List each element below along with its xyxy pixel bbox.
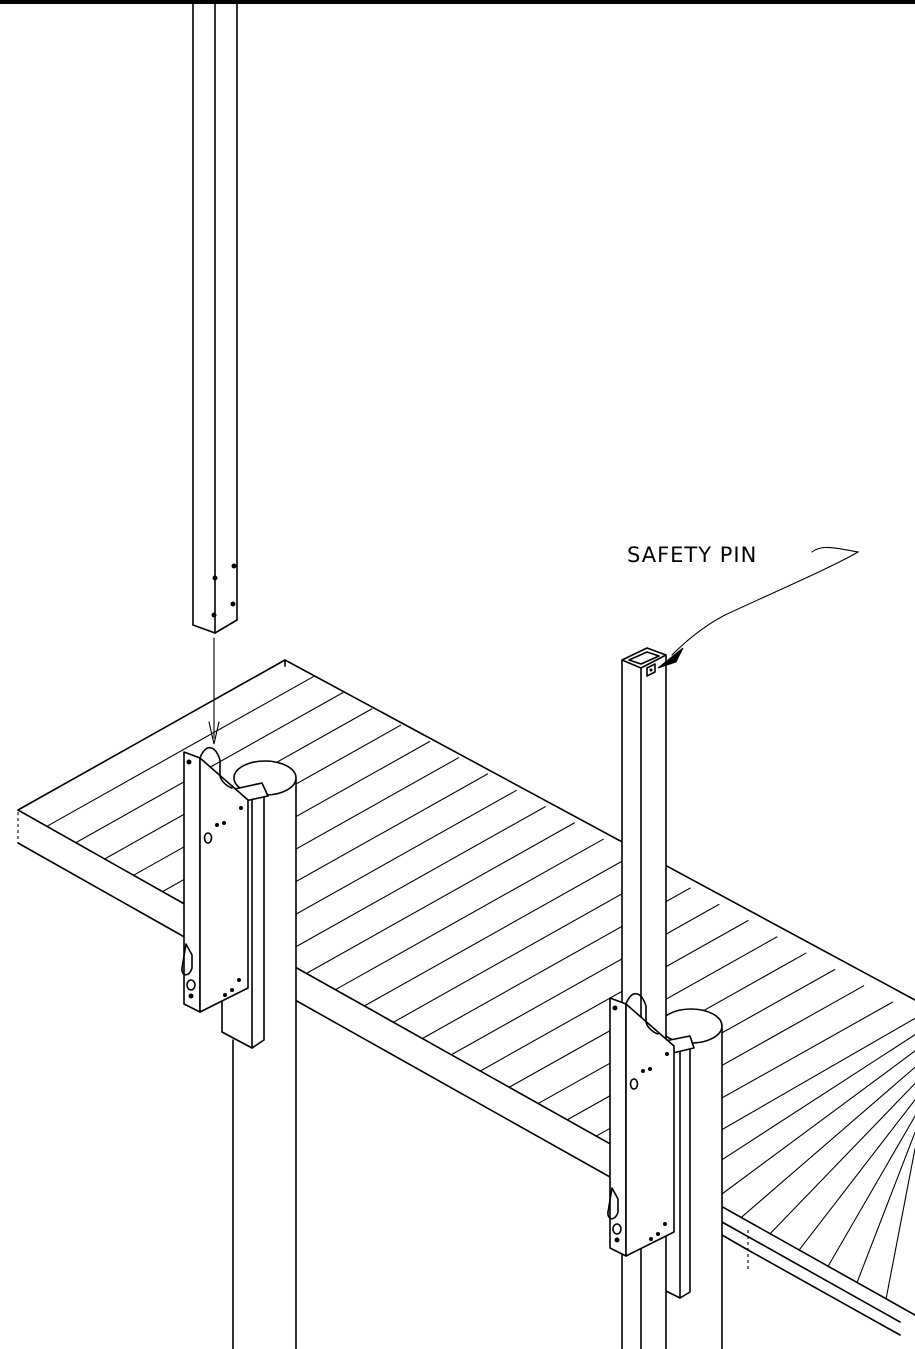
- callout-leader-line: [671, 546, 860, 656]
- safety-pin-label: SAFETY PIN: [627, 543, 757, 567]
- deck-board-line: [798, 1099, 915, 1251]
- deck-board-line: [335, 838, 604, 990]
- deck-board-line: [856, 1131, 915, 1283]
- deck-board-line: [364, 854, 633, 1007]
- deck-boards: [46, 675, 915, 1300]
- deck-board-line: [740, 1066, 915, 1218]
- deck-board-line: [277, 806, 546, 958]
- left-vertical-post: [192, 3, 238, 745]
- deck-board-line: [711, 1050, 915, 1202]
- frame-top-border: [0, 0, 915, 4]
- dock-deck: [17, 659, 915, 1336]
- safety-clip-icon: [607, 1187, 619, 1220]
- bolt-hole-icon: [188, 993, 194, 999]
- safety-pin-callout: SAFETY PIN: [627, 543, 860, 669]
- deck-board-line: [306, 822, 575, 974]
- safety-clip-icon: [181, 943, 193, 976]
- arrowhead-icon: [208, 721, 220, 745]
- safety-pin: [646, 663, 656, 677]
- deck-board-line: [769, 1082, 915, 1235]
- deck-board-line: [451, 903, 720, 1055]
- deck-board-line: [46, 675, 315, 827]
- arrow-leader-icon: [657, 647, 684, 669]
- left-socket-bracket: [181, 746, 249, 1013]
- deck-board-line: [480, 920, 749, 1072]
- right-socket-bracket: [607, 992, 675, 1257]
- deck-board-line: [827, 1115, 915, 1267]
- deck-board-line: [393, 871, 662, 1023]
- deck-board-line: [885, 1148, 915, 1300]
- bolt-hole-icon: [186, 759, 192, 765]
